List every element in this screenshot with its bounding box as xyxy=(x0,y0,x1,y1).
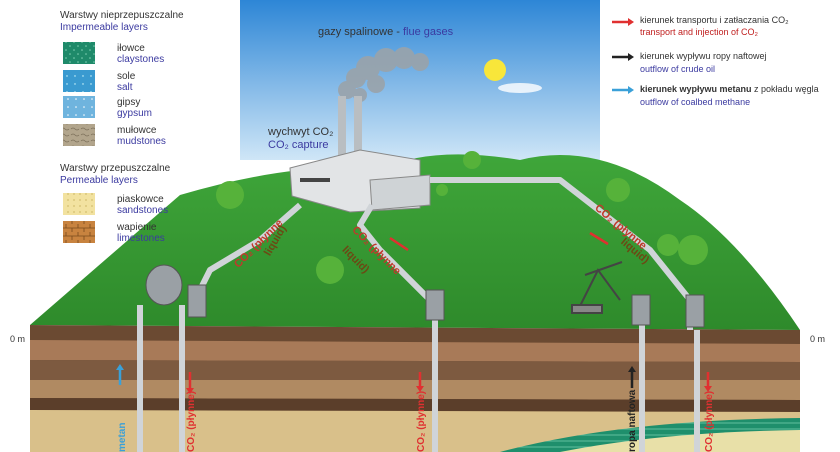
legend-methane-pl-rest: z pokładu węgla xyxy=(751,84,819,94)
legend-item-pl: mułowce xyxy=(117,125,157,136)
swatch-salt xyxy=(63,70,95,92)
methane-label: metan xyxy=(117,422,128,452)
power-plant xyxy=(289,96,431,213)
swatch-sandstones xyxy=(63,193,95,215)
strata-block xyxy=(30,325,800,452)
legend-impermeable-title-pl: Warstwy nieprzepuszczalne xyxy=(60,10,184,21)
legend-impermeable-title-en: Impermeable layers xyxy=(60,22,148,33)
legend-methane-pl: kierunek wypływu metanu z pokładu węgla xyxy=(640,83,819,95)
oil-label: ropa naftowa xyxy=(627,389,638,452)
wellheads xyxy=(145,264,705,328)
legend-item-pl: iłowce xyxy=(117,43,145,54)
legend-item-en: gypsum xyxy=(117,108,153,119)
legend-methane-en: outflow of coalbed methane xyxy=(640,97,751,107)
legend-item-en: sandstones xyxy=(117,205,169,216)
legend-item-en: claystones xyxy=(117,54,165,65)
legend-item-en: salt xyxy=(117,82,133,93)
sky xyxy=(240,0,600,160)
legend-permeable-title-pl: Warstwy przepuszczalne xyxy=(60,163,171,174)
legend-co2-en: transport and injection of CO₂ xyxy=(640,27,759,37)
legend-item-pl: gipsy xyxy=(117,97,141,108)
legend-item-pl: wapienie xyxy=(117,222,157,233)
sun xyxy=(484,59,506,81)
legend-permeable-title-en: Permeable layers xyxy=(60,175,138,186)
flue-gases-label: gazy spalinowe - flue gases xyxy=(318,26,453,38)
swatch-gypsum xyxy=(63,96,95,118)
legend-item-pl: piaskowce xyxy=(117,194,164,205)
depth-marker-right: 0 m xyxy=(810,334,826,344)
legend-item-en: limestones xyxy=(117,233,165,244)
legend-item-en: mudstones xyxy=(117,136,166,147)
co2-down-label-2: CO₂ (płynne) xyxy=(416,390,427,452)
flue-gases-en: flue gases xyxy=(403,26,454,38)
swatch-mudstones xyxy=(63,124,95,146)
legend-item-pl: sole xyxy=(117,71,136,82)
flow-arrows xyxy=(116,231,712,394)
capture-label-en: CO₂ capture xyxy=(268,139,329,151)
legend-oil-en: outflow of crude oil xyxy=(640,64,716,74)
capture-label-pl: wychwyt CO₂ xyxy=(268,126,334,138)
flue-gases-pl: gazy spalinowe - xyxy=(318,26,403,38)
pumpjack-icon xyxy=(571,261,623,314)
legend-arrows xyxy=(612,18,634,94)
depth-marker-left: 0 m xyxy=(10,334,26,344)
trees xyxy=(216,151,708,284)
swatch-limestones xyxy=(63,221,95,243)
co2-down-label-1: CO₂ (płynne) xyxy=(186,390,197,452)
legend-co2-pl: kierunek transportu i zatłaczania CO₂ xyxy=(640,15,789,25)
legend-methane-pl-bold: kierunek wypływu metanu xyxy=(640,84,752,94)
swatch-claystones xyxy=(63,42,95,64)
co2-down-label-3: CO₂ (płynne) xyxy=(704,390,715,452)
legend-oil-pl: kierunek wypływu ropy naftowej xyxy=(640,51,767,61)
